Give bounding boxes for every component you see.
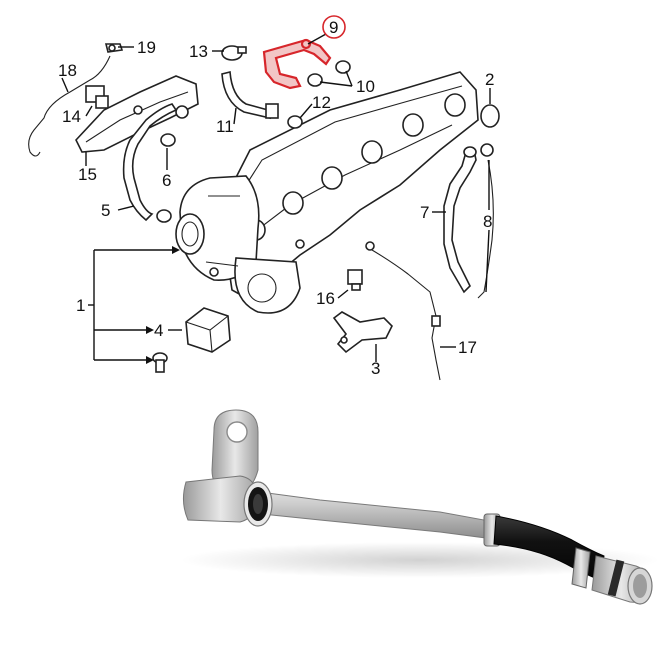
part-17-sensor-line bbox=[365, 241, 441, 381]
part-10-seal-rings bbox=[307, 60, 351, 87]
callout-10[interactable]: 10 bbox=[356, 77, 375, 96]
part-5-oil-return-line bbox=[122, 103, 189, 222]
part-12-o-ring bbox=[287, 115, 303, 129]
part-15-heat-shield bbox=[75, 75, 199, 153]
part-16-sensor bbox=[347, 269, 363, 291]
callout-9-ring bbox=[322, 15, 346, 39]
callout-14[interactable]: 14 bbox=[62, 107, 81, 126]
hose-clamp-right bbox=[571, 547, 591, 589]
callout-19[interactable]: 19 bbox=[137, 38, 156, 57]
right-fitting-band bbox=[607, 559, 625, 597]
callout-9[interactable]: 9 bbox=[329, 18, 338, 37]
leader-lines bbox=[61, 33, 491, 364]
callout-1[interactable]: 1 bbox=[76, 296, 85, 315]
callout-12[interactable]: 12 bbox=[312, 93, 331, 112]
callout-11[interactable]: 11 bbox=[216, 117, 234, 136]
callout-2[interactable]: 2 bbox=[485, 70, 494, 89]
exploded-diagram: 19 13 9 18 10 2 14 12 11 15 6 5 7 8 1 16… bbox=[28, 15, 500, 381]
callout-labels: 19 13 9 18 10 2 14 12 11 15 6 5 7 8 1 16… bbox=[58, 15, 494, 378]
callout-8[interactable]: 8 bbox=[483, 212, 492, 231]
part-9-oil-feed-pipe-highlight[interactable] bbox=[262, 38, 332, 90]
callout-17[interactable]: 17 bbox=[458, 338, 477, 357]
callout-4[interactable]: 4 bbox=[154, 321, 163, 340]
part-11-vent-hose bbox=[221, 70, 279, 120]
callout-15[interactable]: 15 bbox=[78, 165, 97, 184]
part-6-o-ring-lower bbox=[156, 209, 172, 223]
callout-16[interactable]: 16 bbox=[316, 289, 335, 308]
callout-3[interactable]: 3 bbox=[371, 359, 380, 378]
part-1-bolt bbox=[152, 352, 168, 373]
part-2-gasket bbox=[480, 104, 500, 128]
callout-7[interactable]: 7 bbox=[420, 203, 429, 222]
part-3-bracket bbox=[332, 311, 393, 354]
callout-6[interactable]: 6 bbox=[162, 171, 171, 190]
part-18-breather-line bbox=[28, 55, 111, 157]
part-4-actuator bbox=[185, 307, 231, 353]
part-19-clip bbox=[104, 43, 124, 53]
flange-bolt-hole bbox=[226, 421, 248, 443]
callout-5[interactable]: 5 bbox=[101, 201, 110, 220]
part-6-o-ring-upper bbox=[160, 133, 176, 147]
part-13-clamp bbox=[221, 45, 247, 61]
callout-18[interactable]: 18 bbox=[58, 61, 77, 80]
oil-feed-pipe-photo bbox=[180, 409, 660, 605]
part-14-valve bbox=[85, 85, 109, 109]
part-7-coolant-pipe bbox=[443, 146, 477, 294]
turbocharger-manifold-drawing bbox=[175, 71, 479, 314]
callout-13[interactable]: 13 bbox=[189, 42, 208, 61]
part-8-line bbox=[477, 143, 494, 299]
